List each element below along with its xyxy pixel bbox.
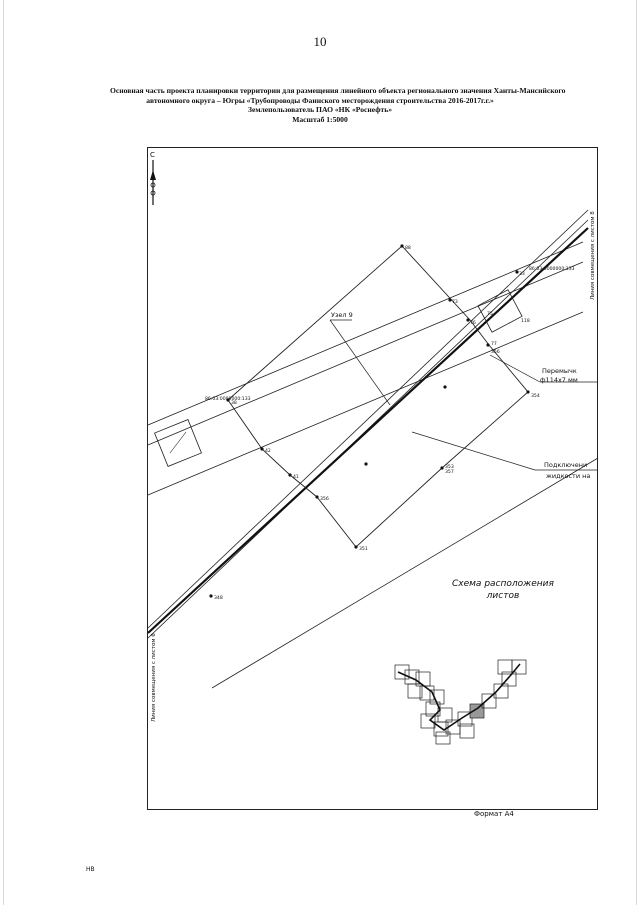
point-label: 76 bbox=[470, 320, 476, 326]
point-label: 351 bbox=[359, 546, 368, 552]
sheet-layout-scheme bbox=[394, 659, 527, 745]
point-label: 41 bbox=[293, 474, 299, 480]
match-line-right: Линия совмещения с листом 8 bbox=[590, 211, 596, 300]
point-markers bbox=[209, 244, 530, 598]
point-label: 354 bbox=[531, 393, 540, 399]
connection-callout-line-2: жидкости на bbox=[546, 472, 590, 480]
connection-callout-line-1: Подключени bbox=[544, 461, 587, 469]
sheet-scheme-label: Схема расположения листов bbox=[452, 578, 554, 602]
point-label: 33 bbox=[519, 271, 525, 277]
format-label: Формат А4 bbox=[474, 810, 514, 818]
point-label: 88 bbox=[405, 245, 411, 251]
point-label: 38 bbox=[231, 400, 237, 406]
jumper-callout-line-1: Перемычк bbox=[542, 367, 577, 375]
node-label: Узел 9 bbox=[331, 311, 353, 319]
plot-square-right bbox=[477, 289, 523, 333]
jumper-callout-line-2: ф114х7 мм bbox=[540, 376, 578, 384]
title-scale: Масштаб 1:5000 bbox=[292, 114, 348, 124]
page-number: 10 bbox=[313, 34, 327, 49]
plot-square-left bbox=[154, 419, 202, 467]
right-margin-line bbox=[636, 0, 637, 905]
title-line-2: автономного округа – Югры «Трубопроводы … bbox=[146, 95, 494, 105]
north-arrow-icon bbox=[150, 160, 156, 205]
cadastral-number: 86:03:0000000:133 bbox=[205, 396, 251, 402]
map-frame bbox=[147, 147, 598, 810]
allocation-boundary bbox=[227, 245, 529, 548]
corridor-lines bbox=[147, 209, 599, 689]
title-line-3: Землепользователь ПАО «НК «Роснефть» bbox=[247, 105, 393, 115]
cadastral-number: 86:03:0000000:133 bbox=[529, 266, 575, 272]
point-label: 357 bbox=[445, 469, 454, 475]
pipeline-axis bbox=[147, 227, 589, 634]
point-label: 73 bbox=[452, 299, 458, 305]
scheme-label-line-1: Схема расположения bbox=[452, 579, 554, 589]
point-label: 75 bbox=[487, 311, 493, 317]
left-margin-line bbox=[3, 0, 4, 905]
point-label: 348 bbox=[214, 595, 223, 601]
point-label: 356 bbox=[320, 496, 329, 502]
leader-lines bbox=[329, 319, 598, 471]
point-label: 118 bbox=[521, 318, 530, 324]
title-line-1: Основная часть проекта планировки террит… bbox=[110, 86, 566, 95]
point-labels: 88 73 33 76 75 118 77 356 86:03:0000000:… bbox=[205, 245, 575, 601]
document-title: Основная часть проекта планировки террит… bbox=[110, 86, 566, 124]
point-label: 356 bbox=[491, 349, 500, 355]
scheme-label-line-2: листов bbox=[486, 591, 520, 601]
footer-mark: НВ bbox=[86, 866, 95, 873]
point-label: 353 bbox=[445, 464, 454, 470]
match-line-left: Линия совмещения с листом 6 bbox=[151, 633, 157, 722]
point-label: 77 bbox=[491, 341, 497, 347]
point-label: 42 bbox=[265, 448, 271, 454]
north-letter: С bbox=[150, 151, 155, 159]
